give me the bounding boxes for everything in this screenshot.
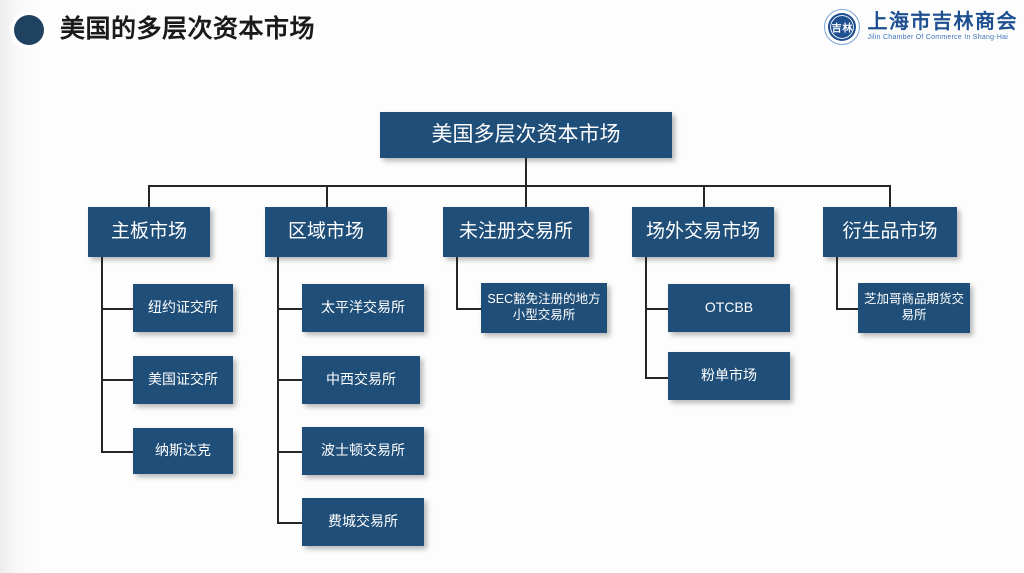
connector-stub-5-1 <box>836 308 859 310</box>
chart-leaf-4-2[interactable]: 粉单市场 <box>668 352 790 400</box>
connector-stub-1-1 <box>101 308 134 310</box>
slide-header: 美国的多层次资本市场 吉 林 上海市吉林商会 Jilin Chamber Of … <box>0 0 1024 56</box>
chart-node-branch-3[interactable]: 未注册交易所 <box>443 207 589 257</box>
connector-stub-1-2 <box>101 379 134 381</box>
title-bullet-icon <box>14 15 44 45</box>
chart-leaf-3-1[interactable]: SEC豁免注册的地方小型交易所 <box>481 283 607 333</box>
connector-drop-2 <box>326 185 328 207</box>
chart-leaf-1-2[interactable]: 美国证交所 <box>133 356 233 404</box>
chart-leaf-1-1[interactable]: 纽约证交所 <box>133 284 233 332</box>
connector-spine-3 <box>456 257 458 310</box>
chart-leaf-1-3[interactable]: 纳斯达克 <box>133 428 233 474</box>
chart-leaf-2-4[interactable]: 费城交易所 <box>302 498 424 546</box>
chart-node-branch-2[interactable]: 区域市场 <box>265 207 387 257</box>
svg-text:吉: 吉 <box>831 21 841 34</box>
connector-stub-4-1 <box>645 308 669 310</box>
connector-stub-2-1 <box>277 308 303 310</box>
logo-name-cn: 上海市吉林商会 <box>867 11 1018 33</box>
chart-leaf-2-2[interactable]: 中西交易所 <box>302 356 420 404</box>
connector-spine-2 <box>277 257 279 523</box>
chart-leaf-5-1[interactable]: 芝加哥商品期货交易所 <box>858 283 970 333</box>
connector-drop-1 <box>148 185 150 207</box>
connector-drop-3 <box>525 185 527 207</box>
chart-leaf-2-3[interactable]: 波士顿交易所 <box>302 427 424 475</box>
connector-stub-2-4 <box>277 522 303 524</box>
page-title: 美国的多层次资本市场 <box>60 15 316 43</box>
chart-node-branch-4[interactable]: 场外交易市场 <box>632 207 774 257</box>
connector-stub-4-2 <box>645 377 669 379</box>
connector-drop-5 <box>889 185 891 207</box>
chart-node-root[interactable]: 美国多层次资本市场 <box>380 112 672 158</box>
connector-stub-1-3 <box>101 451 134 453</box>
connector-stub-3-1 <box>456 308 482 310</box>
connector-stub-2-3 <box>277 451 303 453</box>
logo-text-block: 上海市吉林商会 Jilin Chamber Of Commerce In Sha… <box>868 11 1019 43</box>
chart-node-branch-1[interactable]: 主板市场 <box>88 207 210 257</box>
connector-spine-1 <box>101 257 103 453</box>
connector-stub-2-2 <box>277 379 303 381</box>
connector-spine-5 <box>836 257 838 310</box>
organization-logo: 吉 林 上海市吉林商会 Jilin Chamber Of Commerce In… <box>823 6 1019 48</box>
chart-node-branch-5[interactable]: 衍生品市场 <box>823 207 957 257</box>
connector-drop-4 <box>703 185 705 207</box>
chart-leaf-4-1[interactable]: OTCBB <box>668 284 790 332</box>
logo-emblem-icon: 吉 林 <box>823 8 861 46</box>
connector-bus <box>148 185 890 187</box>
connector-root-stem <box>525 158 527 186</box>
chart-leaf-2-1[interactable]: 太平洋交易所 <box>302 284 424 332</box>
svg-text:林: 林 <box>842 21 853 34</box>
connector-spine-4 <box>645 257 647 379</box>
logo-name-en: Jilin Chamber Of Commerce In Shang-Hai <box>867 34 1009 41</box>
